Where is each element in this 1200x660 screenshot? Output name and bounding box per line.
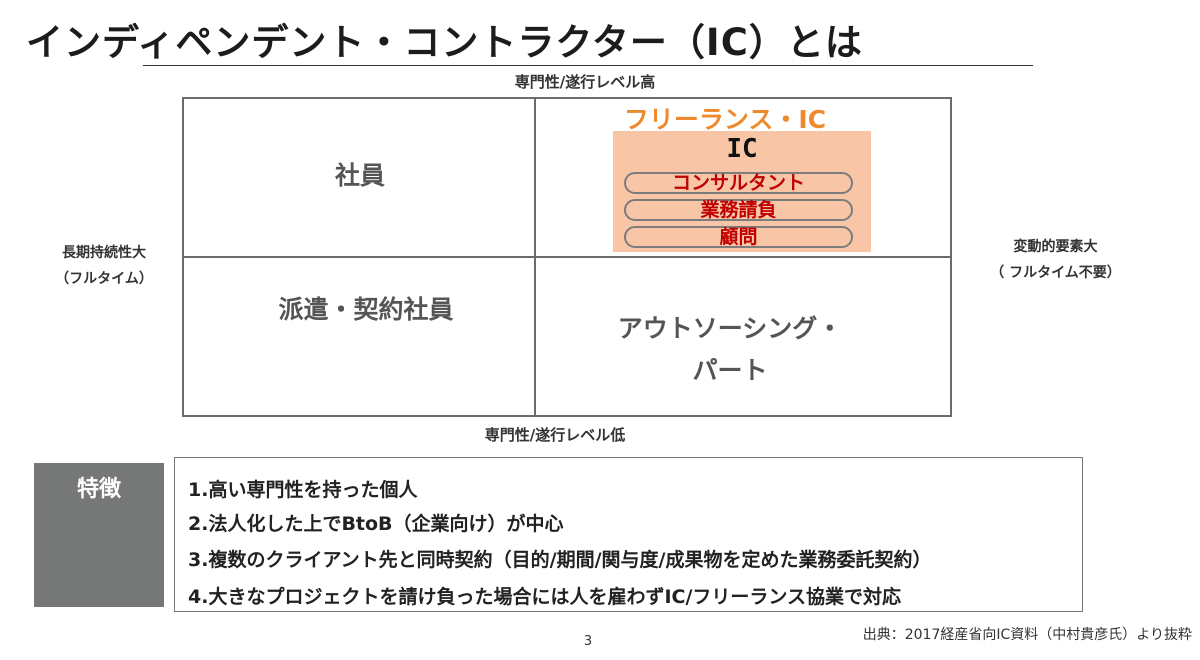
source-citation: 出典：2017経産省向IC資料（中村貴彦氏）より抜粋 [862,627,1192,643]
ic-item-contracting: 業務請負 [700,199,777,221]
quadrant-top-left-label: 社員 [334,161,385,190]
quadrant-top-right-title: フリーランス・IC [623,105,827,134]
quadrant-bottom-right-label: アウトソーシング・ パート [580,308,880,392]
title-underline [143,65,1033,66]
features-box [174,457,1083,612]
axis-label-top: 専門性/遂行レベル高 [514,73,656,91]
features-tab: 特徴 [34,463,164,607]
axis-label-right-line1: 変動的要素大 [1013,239,1098,255]
feature-item-4: 4.大きなプロジェクトを請け負った場合には人を雇わずIC/フリーランス協業で対応 [188,586,902,608]
ic-item-pill [624,199,853,221]
matrix-horizontal-divider [182,256,952,258]
ic-item-consultant: コンサルタント [671,172,805,194]
axis-label-bottom: 専門性/遂行レベル低 [484,426,626,444]
axis-label-right: 変動的要素大 （ フルタイム不要） [968,234,1143,286]
quadrant-bottom-right-line2: パート [692,356,768,385]
quadrant-bottom-right-line1: アウトソーシング・ [617,314,843,343]
ic-highlight-box [613,131,871,252]
axis-label-right-line2: （ フルタイム不要） [990,265,1121,281]
axis-label-left-line2: （フルタイム） [55,271,153,287]
feature-item-1: 1.高い専門性を持った個人 [188,479,418,501]
ic-item-pill [624,226,853,248]
features-tab-label: 特徴 [76,477,121,502]
axis-label-left: 長期持続性大 （フルタイム） [44,240,164,292]
ic-item-pill [624,172,853,194]
page-title: インディペンデント・コントラクター（IC）とは [26,21,863,64]
axis-label-left-line1: 長期持続性大 [62,245,146,261]
ic-item-advisor: 顧問 [719,226,758,248]
feature-item-3: 3.複数のクライアント先と同時契約（目的/期間/関与度/成果物を定めた業務委託契… [188,549,932,571]
feature-item-2: 2.法人化した上でBtoB（企業向け）が中心 [188,513,564,535]
page-number: 3 [583,634,593,649]
quadrant-bottom-left-label: 派遣・契約社員 [278,295,454,324]
ic-box-label: IC [726,134,758,164]
